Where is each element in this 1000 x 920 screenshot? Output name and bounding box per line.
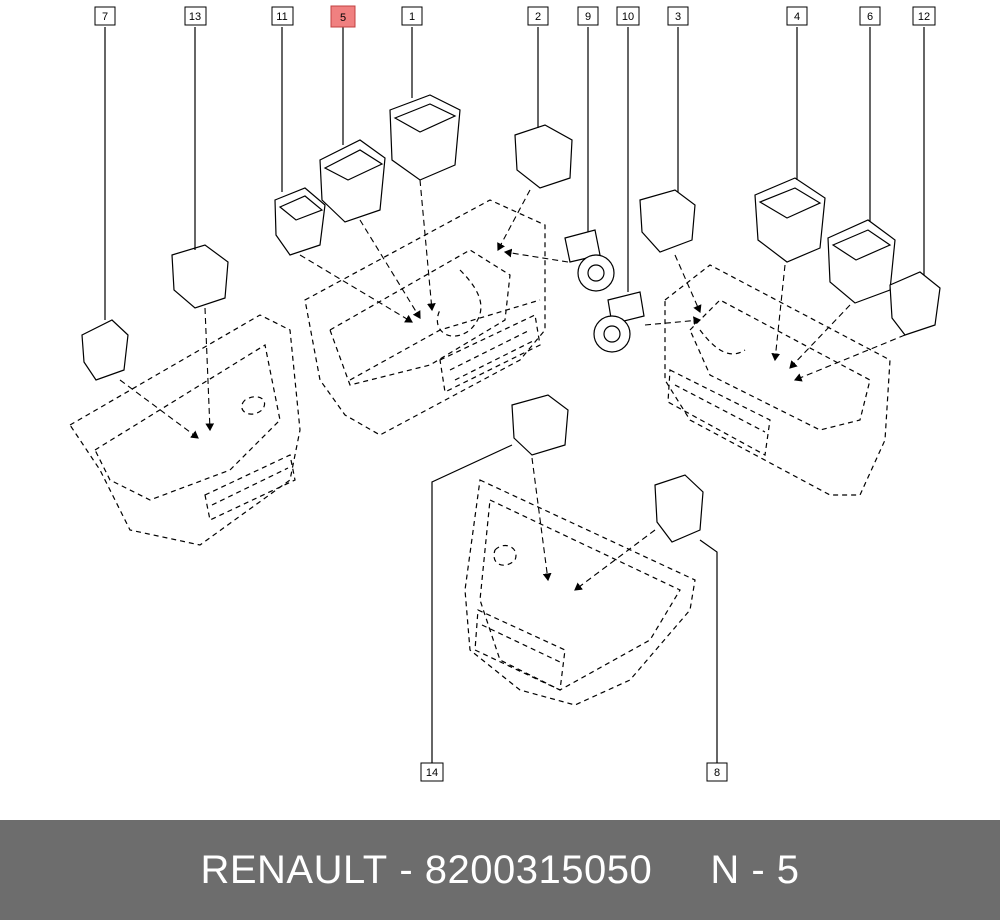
window-switch-5 bbox=[319, 139, 386, 223]
round-switch-10 bbox=[593, 291, 645, 353]
callout-4: 4 bbox=[786, 6, 808, 26]
svg-text:2: 2 bbox=[535, 11, 541, 23]
svg-text:6: 6 bbox=[867, 11, 873, 23]
callout-7: 7 bbox=[94, 6, 116, 26]
window-switch-8 bbox=[654, 474, 704, 543]
window-switch-13 bbox=[171, 244, 229, 309]
exploded-parts-diagram: 7 13 11 5 1 2 9 10 bbox=[69, 5, 941, 782]
door-panel-front-left bbox=[304, 199, 546, 436]
callout-9: 9 bbox=[577, 6, 599, 26]
window-switch-4 bbox=[754, 177, 826, 263]
speaker-grille-front-left bbox=[439, 314, 541, 393]
svg-text:7: 7 bbox=[102, 11, 108, 23]
part-number: 8200315050 bbox=[424, 847, 653, 892]
part-info-footer: RENAULT - 8200315050 N - 5 bbox=[0, 820, 1000, 920]
callout-6: 6 bbox=[859, 6, 881, 26]
svg-text:10: 10 bbox=[622, 11, 634, 23]
svg-text:4: 4 bbox=[794, 11, 800, 23]
svg-text:14: 14 bbox=[426, 767, 438, 779]
speaker-grille-front-right bbox=[667, 369, 771, 456]
callout-10: 10 bbox=[616, 6, 640, 26]
svg-text:5: 5 bbox=[340, 12, 346, 24]
door-panel-rear-right bbox=[464, 479, 696, 706]
svg-text:11: 11 bbox=[276, 11, 287, 23]
callout-5: 5 bbox=[330, 5, 356, 28]
diagram-position: N - 5 bbox=[710, 847, 800, 892]
brand-name: RENAULT bbox=[200, 847, 388, 892]
callout-2: 2 bbox=[527, 6, 549, 26]
speaker-grille-rear-left bbox=[204, 454, 296, 521]
svg-text:8: 8 bbox=[714, 767, 720, 779]
window-switch-11 bbox=[274, 187, 326, 256]
part-info-text: RENAULT - 8200315050 N - 5 bbox=[0, 820, 1000, 920]
svg-text:9: 9 bbox=[585, 11, 591, 23]
callout-leaders bbox=[104, 27, 925, 763]
callout-3: 3 bbox=[667, 6, 689, 26]
svg-text:3: 3 bbox=[675, 11, 681, 23]
callout-14: 14 bbox=[420, 762, 444, 782]
door-panel-rear-left bbox=[69, 314, 301, 546]
speaker-grille-rear-right bbox=[474, 609, 566, 691]
callout-12: 12 bbox=[912, 6, 936, 26]
svg-text:1: 1 bbox=[409, 11, 415, 23]
window-switch-1 bbox=[389, 94, 461, 181]
assembly-arrows bbox=[119, 179, 906, 591]
svg-text:13: 13 bbox=[189, 11, 201, 23]
window-switch-14 bbox=[511, 394, 569, 456]
round-switch-9 bbox=[564, 229, 615, 292]
window-switch-7 bbox=[81, 319, 129, 381]
callout-11: 11 bbox=[271, 6, 294, 26]
window-switch-3 bbox=[639, 189, 696, 253]
callout-1: 1 bbox=[401, 6, 423, 26]
door-panel-front-right bbox=[664, 264, 891, 496]
window-switch-12 bbox=[889, 271, 941, 336]
svg-text:12: 12 bbox=[918, 11, 930, 23]
window-switch-2 bbox=[514, 124, 573, 189]
window-switch-6 bbox=[827, 219, 896, 304]
callout-13: 13 bbox=[184, 6, 207, 26]
callout-8: 8 bbox=[706, 762, 728, 782]
separator: - bbox=[399, 847, 414, 892]
